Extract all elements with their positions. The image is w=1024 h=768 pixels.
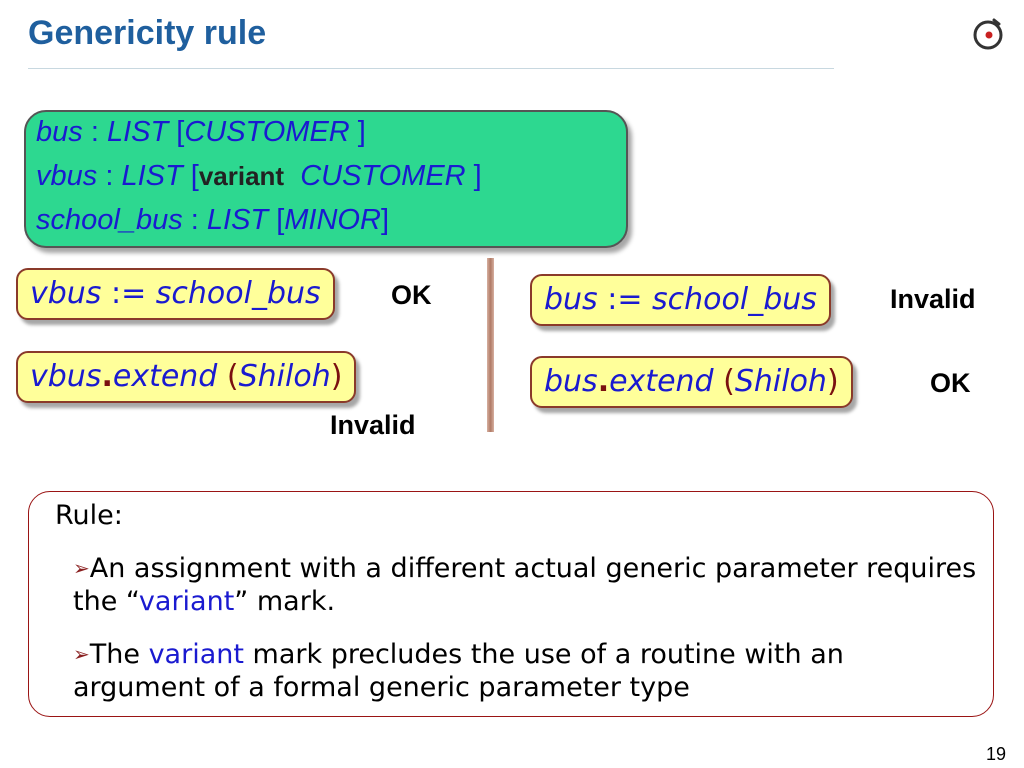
right-call-verdict: OK <box>930 368 971 398</box>
call-target: bus <box>544 364 598 399</box>
colon: : <box>97 160 122 192</box>
bracket-open: [ <box>168 116 185 148</box>
bracket-close: ] <box>380 204 389 236</box>
generic-param: CUSTOMER <box>184 116 350 148</box>
generic-param: MINOR <box>284 204 381 236</box>
column-divider <box>487 258 494 432</box>
type-name: LIST <box>206 204 269 236</box>
left-assign-box: vbus := school_bus <box>16 268 335 320</box>
variant-keyword: variant <box>138 586 235 617</box>
rule-text: mark precludes the use of a routine with… <box>73 639 844 703</box>
dot: . <box>597 364 610 399</box>
argument: Shiloh <box>238 359 331 394</box>
feature-name: extend <box>112 359 218 394</box>
rule-text: ” mark. <box>234 586 336 617</box>
assign-target: vbus <box>30 276 102 311</box>
bracket-open: [ <box>268 204 285 236</box>
eiffel-logo-icon <box>973 18 1003 50</box>
right-call-box: bus.extend (Shiloh) <box>530 356 853 408</box>
arrow-bullet-icon: ➢ <box>73 556 90 580</box>
assign-operator: := <box>597 282 653 317</box>
right-assign-box: bus := school_bus <box>530 274 831 326</box>
right-assign-verdict: Invalid <box>890 284 976 314</box>
rule-item-1: ➢An assignment with a different actual g… <box>73 552 983 618</box>
paren-open: ( <box>713 364 735 399</box>
left-call-box: vbus.extend (Shiloh) <box>16 351 357 403</box>
feature-name: extend <box>609 364 714 399</box>
colon: : <box>182 204 207 236</box>
generic-param: CUSTOMER <box>300 160 466 192</box>
rule-heading: Rule: <box>55 500 123 531</box>
title-divider <box>28 68 834 69</box>
rule-text: The <box>89 639 149 670</box>
left-call-verdict: Invalid <box>330 410 416 440</box>
paren-close: ) <box>826 364 839 399</box>
variant-keyword: variant <box>198 161 285 191</box>
arrow-bullet-icon: ➢ <box>73 642 90 666</box>
colon: : <box>82 116 107 148</box>
assign-operator: := <box>101 276 156 311</box>
dot: . <box>101 359 113 394</box>
rule-text: An assignment with a different actual ge… <box>73 553 977 617</box>
slide-title: Genericity rule <box>28 14 267 52</box>
var-name: bus <box>36 116 83 148</box>
assign-source: school_bus <box>155 276 321 311</box>
var-name: vbus <box>36 160 98 192</box>
argument: Shiloh <box>734 364 827 399</box>
left-assign-verdict: OK <box>391 280 432 310</box>
assign-source: school_bus <box>652 282 817 317</box>
var-name: school_bus <box>36 204 183 236</box>
declaration-vbus: vbus : LIST [variant CUSTOMER ] <box>36 160 482 193</box>
variant-keyword: variant <box>148 639 244 670</box>
type-name: LIST <box>121 160 183 192</box>
rule-item-2: ➢The variant mark precludes the use of a… <box>73 638 983 704</box>
page-number: 19 <box>985 744 1006 764</box>
declaration-school-bus: school_bus : LIST [MINOR] <box>36 204 389 237</box>
assign-target: bus <box>544 282 598 317</box>
bracket-open: [ <box>182 160 199 192</box>
paren-open: ( <box>217 359 239 394</box>
call-target: vbus <box>30 359 102 394</box>
type-name: LIST <box>106 116 169 148</box>
paren-close: ) <box>330 359 343 394</box>
rule-box: Rule: ➢An assignment with a different ac… <box>28 491 994 717</box>
bracket-close: ] <box>349 116 366 148</box>
declaration-bus: bus : LIST [CUSTOMER ] <box>36 116 366 149</box>
declarations-box: bus : LIST [CUSTOMER ] vbus : LIST [vari… <box>24 110 628 248</box>
bracket-close: ] <box>465 160 482 192</box>
